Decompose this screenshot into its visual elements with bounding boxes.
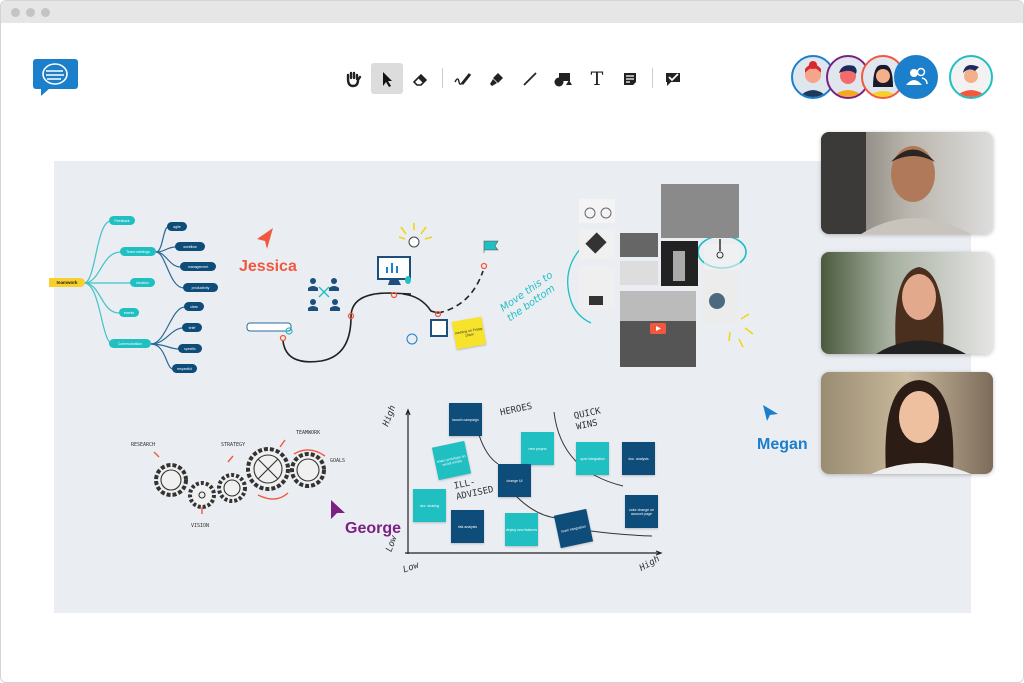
- gear-label: GOALS: [330, 458, 346, 464]
- eraser-tool-button[interactable]: [404, 63, 436, 94]
- building-image: [620, 233, 658, 257]
- video-tile[interactable]: [821, 372, 993, 474]
- current-user-avatar[interactable]: [949, 55, 993, 99]
- jessica-cursor-label: Jessica: [239, 258, 297, 275]
- comment-tool-button[interactable]: [657, 63, 689, 94]
- sticky-note[interactable]: team integration: [553, 508, 594, 549]
- person-icon: [799, 61, 827, 97]
- window-close-button[interactable]: [11, 8, 20, 17]
- palm-image: [620, 261, 658, 285]
- participants-list-button[interactable]: [894, 55, 938, 99]
- matrix-curves: [478, 411, 653, 537]
- monitor-icon: [377, 256, 411, 280]
- text-icon: T: [590, 67, 604, 90]
- mindmap-node[interactable]: workflow: [175, 242, 205, 251]
- window-maximize-button[interactable]: [41, 8, 50, 17]
- sticky-note[interactable]: doc. sharing: [413, 489, 446, 522]
- sticky-note-icon: [624, 72, 636, 85]
- shapes-icon: [554, 72, 572, 86]
- sticky-note[interactable]: change UI: [498, 464, 531, 497]
- participant-avatar[interactable]: [861, 55, 905, 99]
- sticky-note[interactable]: share prototype on social media: [431, 440, 472, 481]
- cursor-arrow-icon: [383, 71, 392, 87]
- gear-label: RESEARCH: [131, 442, 156, 448]
- gear-label: VISION: [191, 523, 210, 529]
- team-icon: [308, 278, 340, 311]
- street-art-image: [661, 184, 739, 238]
- line-icon: [523, 71, 537, 86]
- participant-video-man: [821, 132, 971, 234]
- select-tool-button[interactable]: [371, 63, 403, 94]
- gears-illustration: [154, 447, 326, 509]
- person-icon: [832, 65, 864, 97]
- pen-tool-button[interactable]: [447, 63, 479, 94]
- journey-path: [282, 270, 484, 363]
- video-tile[interactable]: [821, 132, 993, 234]
- mindmap-node[interactable]: productivity: [183, 283, 218, 292]
- pen-icon: [454, 72, 472, 85]
- gear-label: STRATEGY: [221, 442, 246, 448]
- title-bar: [1, 1, 1023, 23]
- text-tool-button[interactable]: T: [581, 63, 613, 94]
- mindmap-node[interactable]: Feedback: [109, 216, 135, 225]
- alarm-icon: [406, 333, 418, 345]
- mindmap-node[interactable]: brief: [182, 323, 202, 332]
- image-collage: [579, 184, 740, 367]
- mindmap-node[interactable]: management: [180, 262, 216, 271]
- matrix-axes: [405, 408, 663, 556]
- george-cursor-icon: [331, 500, 345, 519]
- annotation-arrow: [567, 247, 592, 324]
- mindmap-node[interactable]: clear: [184, 302, 204, 311]
- flag-icon: [483, 240, 499, 253]
- megan-cursor-label: Megan: [757, 436, 808, 453]
- megan-cursor-icon: [763, 405, 778, 421]
- mindmap-node[interactable]: events: [119, 308, 139, 317]
- sticky-note[interactable]: launch campaign: [449, 403, 482, 436]
- window-minimize-button[interactable]: [26, 8, 35, 17]
- sticky-note[interactable]: sync integration: [576, 442, 609, 475]
- participant-video-woman: [871, 380, 971, 474]
- toolbar-separator: [652, 68, 653, 88]
- sticky-note[interactable]: risk analysis: [451, 510, 484, 543]
- hand-icon: [346, 71, 362, 87]
- sticky-note[interactable]: doc. analysis: [622, 442, 655, 475]
- toolbar-separator: [442, 68, 443, 88]
- highlighter-tool-button[interactable]: [480, 63, 512, 94]
- search-bar-illustration: [246, 322, 292, 332]
- sticky-note[interactable]: new project: [521, 432, 554, 465]
- hand-tool-button[interactable]: [337, 63, 369, 94]
- mindmap-node[interactable]: specific: [178, 344, 202, 353]
- person-icon: [955, 65, 987, 97]
- calendar-icon: [430, 319, 448, 337]
- mindmap-links: [83, 220, 131, 345]
- mindmap-node[interactable]: Team meetings: [120, 247, 156, 256]
- mindmap-node[interactable]: Ideation: [130, 278, 155, 287]
- comment-check-icon: [666, 72, 680, 86]
- video-tile[interactable]: [821, 252, 993, 354]
- person-icon: [867, 64, 899, 97]
- users-icon: [906, 67, 928, 85]
- mindmap-node[interactable]: respectful: [172, 364, 197, 373]
- mindmap-node[interactable]: Communication: [109, 339, 151, 348]
- shapes-tool-button[interactable]: [547, 63, 579, 94]
- mindmap-root[interactable]: teamwork: [49, 278, 85, 287]
- sticky-note[interactable]: color change on account page: [625, 495, 658, 528]
- bicycle-image: [579, 199, 615, 223]
- george-cursor-label: George: [345, 520, 402, 537]
- eraser-icon: [412, 73, 428, 86]
- sticky-note[interactable]: deploy new features: [505, 513, 538, 546]
- mindmap-node[interactable]: agile: [167, 222, 187, 231]
- sticky-note[interactable]: meeting on Friday 10am: [451, 316, 487, 350]
- lightbulb-icon: [408, 236, 420, 248]
- gear-label: TEAMWORK: [296, 430, 321, 436]
- highlighter-icon: [490, 72, 503, 86]
- jessica-cursor-icon: [257, 228, 273, 249]
- line-tool-button[interactable]: [514, 63, 546, 94]
- participant-video-woman: [876, 267, 966, 354]
- sticky-note-tool-button[interactable]: [614, 63, 646, 94]
- app-logo-icon: [33, 59, 78, 96]
